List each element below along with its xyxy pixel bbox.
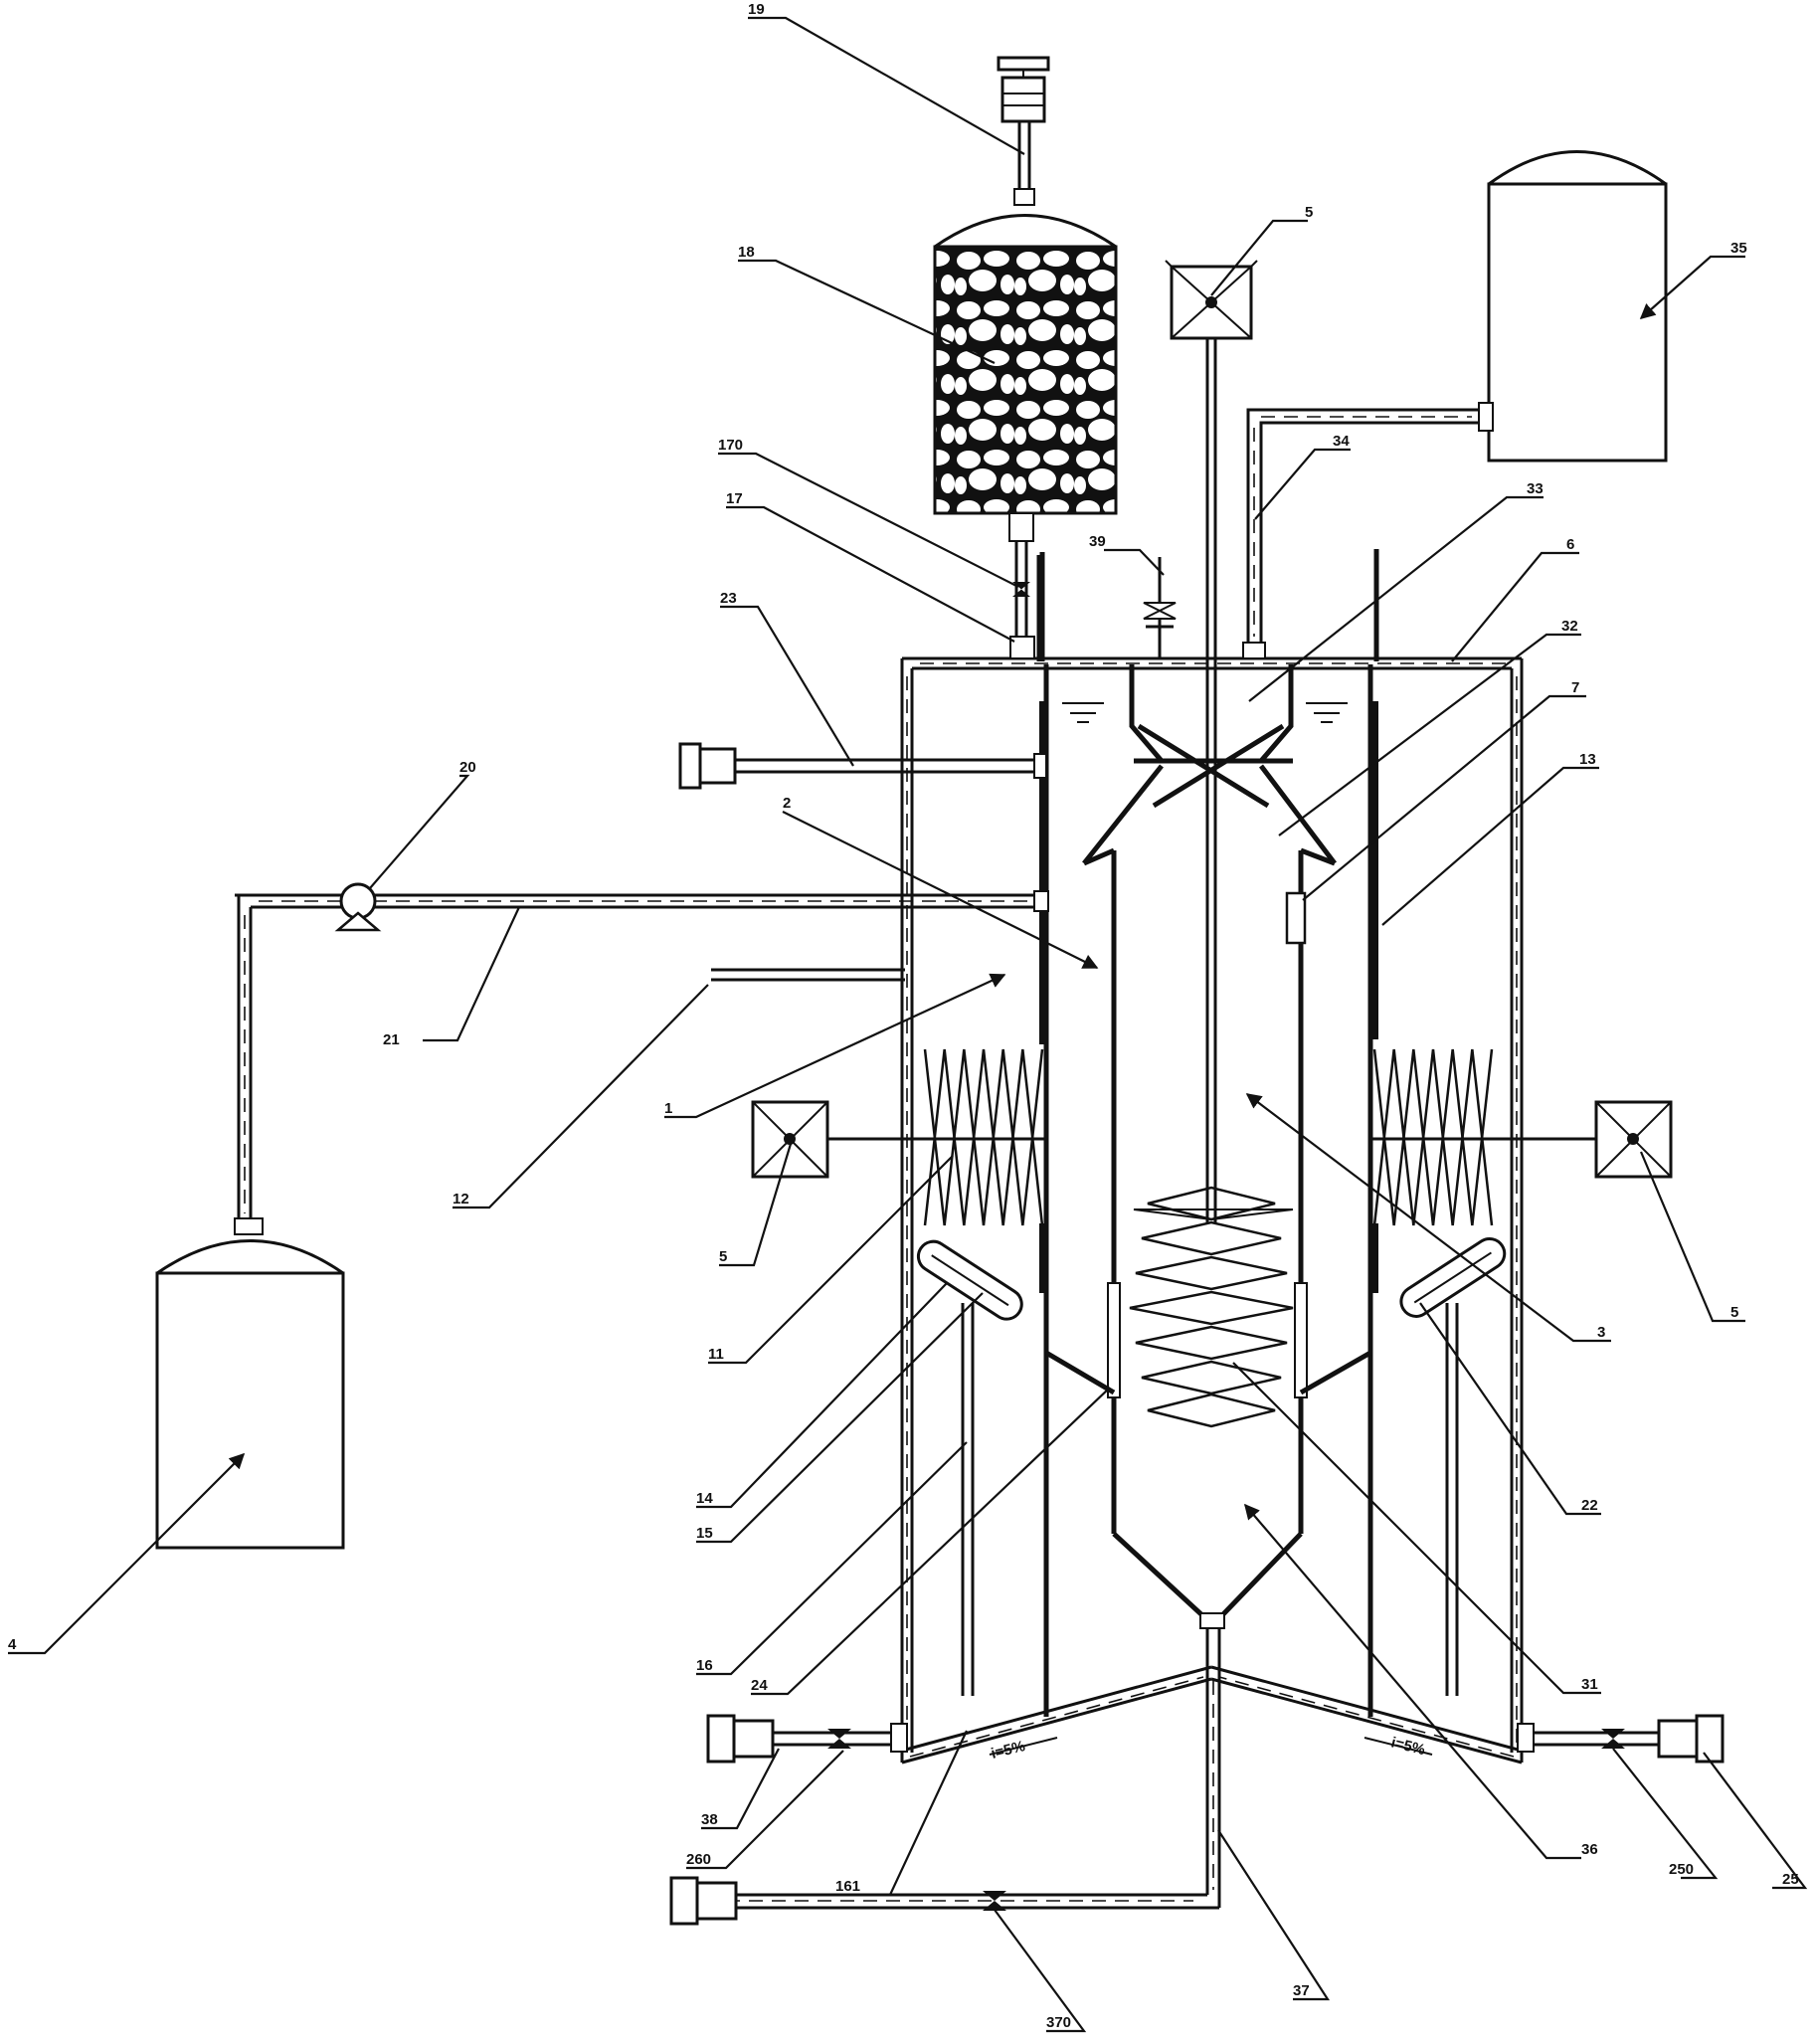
label-33: 33 (1527, 480, 1544, 497)
label-22: 22 (1581, 1497, 1598, 1514)
label-13: 13 (1579, 751, 1596, 768)
label-5-left: 5 (719, 1248, 727, 1265)
label-19: 19 (748, 1, 765, 18)
drain-valve-left (706, 1714, 908, 1764)
gas-pipe (1242, 408, 1479, 659)
label-36: 36 (1581, 1841, 1598, 1858)
label-5-top: 5 (1305, 204, 1313, 221)
label-37: 37 (1293, 1982, 1310, 1999)
label-11: 11 (708, 1346, 724, 1363)
label-250: 250 (1669, 1861, 1694, 1878)
central-reactor (1044, 847, 1372, 1629)
label-15: 15 (696, 1525, 713, 1542)
feed-pump (334, 882, 382, 932)
label-1: 1 (664, 1100, 672, 1117)
water-level-left (1062, 702, 1104, 723)
top-funnel (1082, 664, 1337, 865)
label-31: 31 (1581, 1676, 1598, 1693)
label-38: 38 (701, 1811, 718, 1828)
drain-valve-right (1517, 1714, 1725, 1764)
label-3: 3 (1597, 1324, 1605, 1341)
slope-annotation-right: i=5% (1363, 1734, 1433, 1759)
callout-labels: 19 18 170 17 23 20 2 21 12 1 5 11 14 15 … (8, 1, 1799, 2031)
label-39: 39 (1089, 533, 1106, 550)
feed-tank (155, 1217, 345, 1550)
label-14: 14 (696, 1490, 713, 1507)
label-5-right: 5 (1730, 1304, 1738, 1321)
label-23: 23 (720, 590, 737, 607)
side-stirrer-left (827, 1048, 1046, 1226)
label-260: 260 (686, 1851, 711, 1868)
fitting-23 (678, 742, 1047, 790)
label-20: 20 (459, 759, 476, 776)
sensor-box (1285, 891, 1307, 945)
motor-right (1594, 1100, 1673, 1179)
overflow-pipe (711, 968, 905, 982)
label-35: 35 (1730, 240, 1747, 257)
outer-tank (900, 656, 1524, 1763)
label-4: 4 (8, 1636, 17, 1653)
sloped-bottom (901, 1665, 1523, 1765)
label-21: 21 (383, 1031, 400, 1048)
label-161: 161 (835, 1878, 860, 1895)
lid-valve (1143, 557, 1177, 658)
label-16: 16 (696, 1657, 713, 1674)
label-18: 18 (738, 244, 755, 261)
filter-column (933, 214, 1118, 661)
label-6: 6 (1566, 536, 1574, 553)
slope-label-right: i=5% (1389, 1734, 1427, 1759)
label-170: 170 (718, 437, 743, 454)
inner-partition-walls (1036, 549, 1379, 1717)
label-7: 7 (1571, 679, 1579, 696)
slope-annotation-left: i=5% (989, 1737, 1058, 1763)
motor-top (1165, 260, 1258, 340)
label-2: 2 (783, 795, 791, 812)
slope-label-left: i=5% (990, 1738, 1027, 1763)
bottom-discharge (669, 1628, 1221, 1926)
central-stirrer (1129, 338, 1294, 1428)
distributor-right (1399, 1236, 1507, 1696)
distributor-left (916, 1239, 1023, 1696)
label-32: 32 (1561, 618, 1578, 635)
label-17: 17 (726, 490, 743, 507)
leader-lines (8, 16, 1808, 2033)
label-25: 25 (1782, 1871, 1799, 1888)
side-stirrer-right (1370, 1048, 1596, 1226)
label-34: 34 (1333, 433, 1350, 450)
top-valve (997, 56, 1050, 206)
gas-storage-tank (1478, 150, 1668, 463)
label-370: 370 (1046, 2014, 1071, 2031)
label-24: 24 (751, 1677, 768, 1694)
water-level-right (1306, 702, 1348, 723)
label-12: 12 (453, 1191, 469, 1208)
motor-left (751, 1100, 829, 1179)
